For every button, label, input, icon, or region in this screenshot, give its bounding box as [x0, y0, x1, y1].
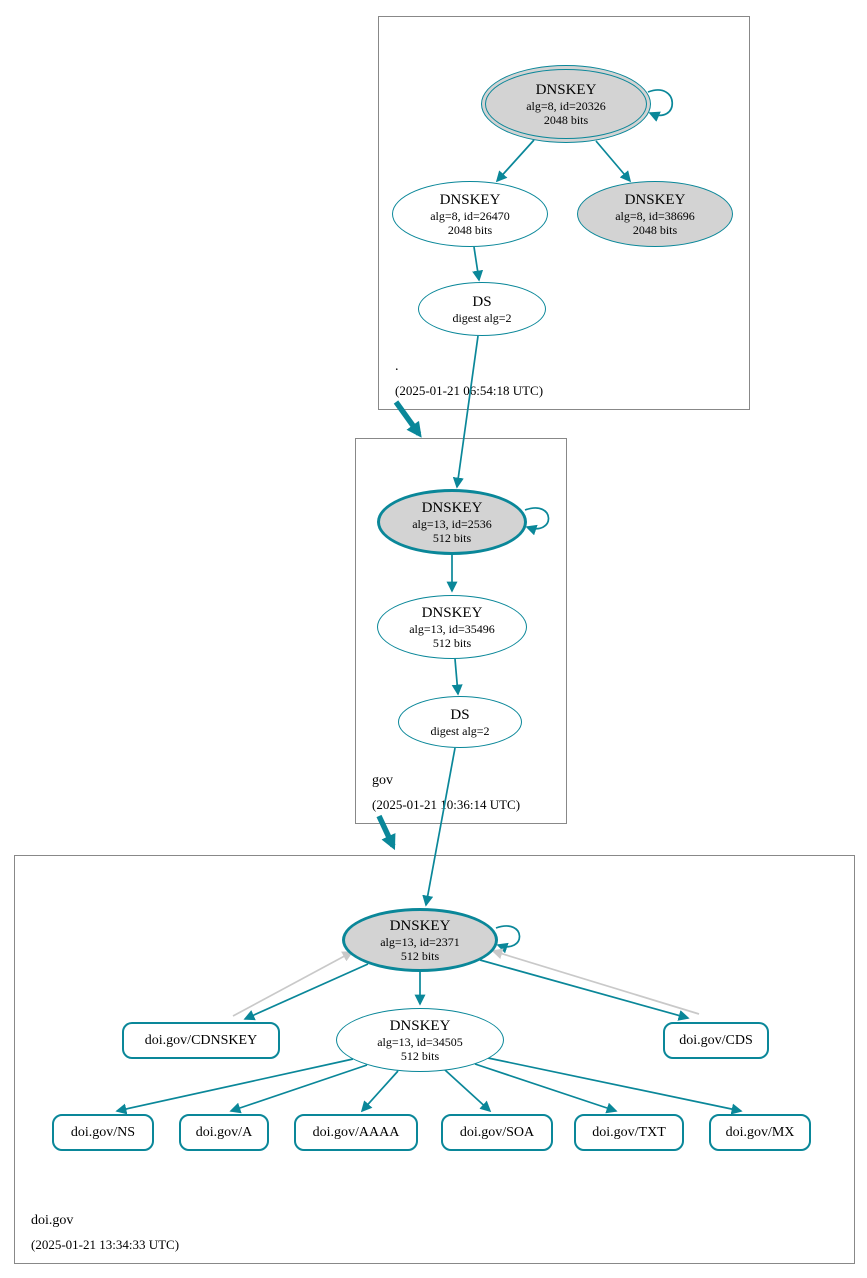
edge-doi-ksk-selfloop [495, 925, 521, 954]
node-bits: 2048 bits [543, 112, 589, 127]
node-detail: alg=13, id=2371 [380, 934, 460, 949]
node-detail: alg=13, id=2536 [412, 516, 492, 531]
rrset-label: doi.gov/CDNSKEY [144, 1032, 258, 1048]
doi-cds-rrset[interactable]: doi.gov/CDS [663, 1022, 769, 1059]
doi-aaaa-rrset[interactable]: doi.gov/AAAA [294, 1114, 418, 1151]
doi-a-rrset[interactable]: doi.gov/A [179, 1114, 269, 1151]
edge-root-ds-to-gov-ksk [452, 335, 479, 489]
rrset-label: doi.gov/NS [70, 1124, 136, 1140]
zone-timestamp-root: (2025-01-21 06:54:18 UTC) [395, 383, 544, 398]
node-title: DNSKEY [389, 1017, 451, 1034]
rrset-label: doi.gov/MX [725, 1124, 795, 1140]
rrset-label: doi.gov/A [195, 1124, 253, 1140]
doi-mx-rrset[interactable]: doi.gov/MX [709, 1114, 811, 1151]
doi-ksk-dnskey-node[interactable]: DNSKEY alg=13, id=2371 512 bits [342, 908, 498, 972]
node-title: DS [450, 706, 470, 723]
edge-root-ksk-to-zsk [495, 139, 535, 183]
gov-ds-node[interactable]: DS digest alg=2 [398, 696, 522, 748]
node-title: DNSKEY [421, 499, 483, 516]
edge-doi-zsk-to-a [229, 1064, 368, 1114]
root-standby-dnskey-node[interactable]: DNSKEY alg=8, id=38696 2048 bits [577, 181, 733, 247]
zone-timestamp-gov: (2025-01-21 10:36:14 UTC) [372, 797, 521, 812]
doi-zsk-dnskey-node[interactable]: DNSKEY alg=13, id=34505 512 bits [336, 1008, 504, 1072]
doi-txt-rrset[interactable]: doi.gov/TXT [574, 1114, 684, 1151]
node-title: DNSKEY [535, 81, 597, 98]
node-title: DS [472, 293, 492, 310]
edge-doi-zsk-to-txt [474, 1063, 618, 1114]
node-detail: digest alg=2 [430, 723, 490, 738]
gov-zsk-dnskey-node[interactable]: DNSKEY alg=13, id=35496 512 bits [377, 595, 527, 659]
zone-label-doi-gov: doi.gov [31, 1213, 74, 1228]
edge-delegation-gov-to-doi [376, 814, 396, 851]
node-detail: alg=8, id=26470 [430, 208, 510, 223]
edge-doi-zsk-to-mx [487, 1057, 743, 1115]
edge-delegation-root-to-gov [393, 400, 422, 438]
node-title: DNSKEY [421, 604, 483, 621]
node-title: DNSKEY [439, 191, 501, 208]
edge-doi-cdnskey-to-ksk [232, 951, 354, 1017]
node-bits: 512 bits [432, 635, 472, 650]
edge-doi-ksk-to-cds [479, 959, 690, 1021]
edge-root-zsk-to-ds [472, 246, 484, 282]
zone-box-doi-gov: doi.gov (2025-01-21 13:34:33 UTC) [14, 855, 855, 1264]
root-zsk-dnskey-node[interactable]: DNSKEY alg=8, id=26470 2048 bits [392, 181, 548, 247]
node-detail: alg=8, id=38696 [615, 208, 695, 223]
zone-box-gov: gov (2025-01-21 10:36:14 UTC) [355, 438, 567, 824]
edge-gov-zsk-to-ds [451, 658, 463, 696]
node-bits: 512 bits [400, 948, 440, 963]
rrset-label: doi.gov/CDS [679, 1032, 753, 1048]
doi-ns-rrset[interactable]: doi.gov/NS [52, 1114, 154, 1151]
rrset-label: doi.gov/AAAA [312, 1124, 400, 1140]
zone-box-root: . (2025-01-21 06:54:18 UTC) [378, 16, 750, 410]
node-title: DNSKEY [624, 191, 686, 208]
node-bits: 512 bits [432, 530, 472, 545]
edge-gov-ksk-selfloop [524, 507, 550, 536]
zone-label-root: . [395, 359, 399, 374]
node-detail: alg=13, id=34505 [377, 1034, 463, 1049]
edge-gov-ds-to-doi-ksk [422, 747, 456, 907]
rrset-label: doi.gov/TXT [592, 1124, 666, 1140]
edge-doi-zsk-to-ns [115, 1058, 354, 1115]
root-ds-node[interactable]: DS digest alg=2 [418, 282, 546, 336]
node-bits: 2048 bits [632, 222, 678, 237]
root-ksk-dnskey-node[interactable]: DNSKEY alg=8, id=20326 2048 bits [481, 65, 651, 143]
node-detail: alg=13, id=35496 [409, 621, 495, 636]
node-detail: alg=8, id=20326 [526, 98, 606, 113]
edge-doi-zsk-to-soa [444, 1069, 492, 1113]
rrset-label: doi.gov/SOA [459, 1124, 535, 1140]
gov-ksk-dnskey-node[interactable]: DNSKEY alg=13, id=2536 512 bits [377, 489, 527, 555]
edge-doi-zsk-to-aaaa [360, 1070, 399, 1113]
node-title: DNSKEY [389, 917, 451, 934]
zone-timestamp-doi-gov: (2025-01-21 13:34:33 UTC) [31, 1237, 180, 1252]
node-bits: 512 bits [400, 1048, 440, 1063]
edge-root-ksk-to-standby [595, 140, 632, 183]
doi-soa-rrset[interactable]: doi.gov/SOA [441, 1114, 553, 1151]
edge-doi-cds-to-ksk [491, 948, 700, 1015]
zone-label-gov: gov [372, 773, 393, 788]
node-bits: 2048 bits [447, 222, 493, 237]
doi-cdnskey-rrset[interactable]: doi.gov/CDNSKEY [122, 1022, 280, 1059]
edge-doi-ksk-to-cdnskey [243, 963, 369, 1021]
edge-root-ksk-selfloop [647, 89, 673, 122]
node-detail: digest alg=2 [452, 310, 512, 325]
